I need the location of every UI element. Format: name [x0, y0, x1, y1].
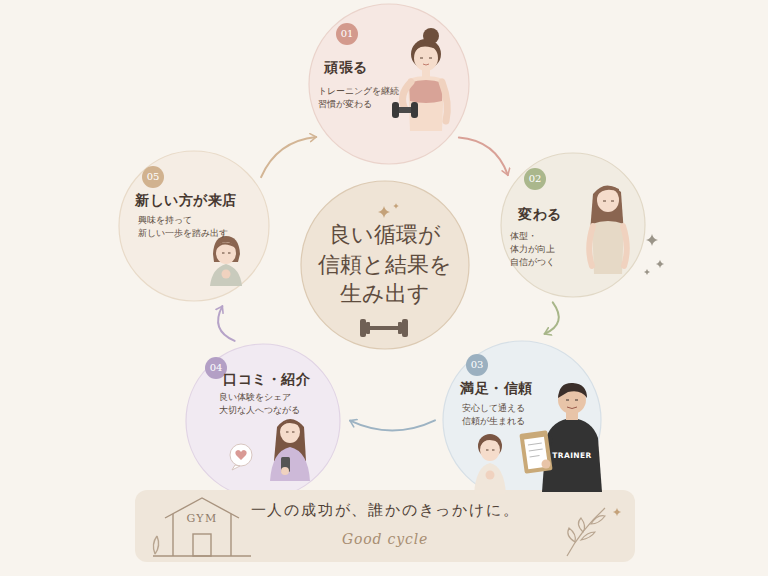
trainer-and-client [474, 383, 602, 494]
leaf-sprig [567, 508, 621, 556]
step-body: 安心して通える 信頼が生まれる [462, 402, 525, 428]
centre-ornaments [360, 203, 408, 337]
step-circle: 04口コミ・紹介良い体験をシェア 大切な人へつながる [185, 343, 341, 499]
step-body: 興味を持って 新しい一歩を踏み出す [138, 214, 226, 240]
sign-text: GYM [182, 512, 222, 525]
step-number: 02 [524, 168, 546, 190]
circle-shape [308, 3, 470, 165]
step-number: 05 [142, 166, 164, 188]
step-circle: 03 満足・信頼安心して通える 信頼が生まれる [442, 340, 602, 500]
centre-circle: 良い循環が 信頼と結果を 生み出す [300, 180, 470, 350]
woman-with-phone [230, 419, 310, 481]
step-number: 03 [466, 354, 488, 376]
step-body: 体型・体力が向上 自信がつく [510, 230, 581, 268]
shirt-print: TRAINER [545, 451, 599, 460]
caption-script: Good cycle [135, 531, 635, 547]
woman-confident [589, 185, 664, 275]
step-title: 変わる [518, 206, 562, 224]
band-shape [135, 490, 635, 562]
step-title: 口コミ・紹介 [223, 371, 310, 389]
gym-house-icon [153, 498, 251, 556]
step-title: 満足・信頼 [460, 380, 533, 398]
step-circle: 01 頑張るトレーニングを継続 習慣が変わる [308, 3, 470, 165]
step-title: 頑張る [324, 59, 368, 77]
step-circle: 02 変わる体型・体力が向上 自信がつく [500, 152, 646, 298]
cycle-arrow [459, 138, 508, 176]
step-title: 新しい方が来店 [135, 192, 237, 210]
step-circle: 05 新しい方が来店興味を持って 新しい一歩を踏み出す [118, 150, 270, 302]
cycle-arrow [545, 302, 559, 333]
step-body: トレーニングを継続 習慣が変わる [318, 85, 398, 111]
woman-training [392, 28, 447, 131]
cycle-arrow [261, 137, 316, 177]
circle-shape [118, 150, 270, 302]
woman-newcomer [210, 236, 242, 286]
step-number: 01 [336, 23, 358, 45]
cycle-arrow [218, 306, 235, 341]
centre-title: 良い循環が 信頼と結果を 生み出す [310, 220, 460, 309]
circle-shape [500, 152, 646, 298]
caption-band: 一人の成功が、誰かのきっかけに。Good cycle [135, 490, 635, 562]
step-body: 良い体験をシェア 大切な人へつながる [219, 391, 299, 417]
cycle-arrow [350, 420, 435, 430]
